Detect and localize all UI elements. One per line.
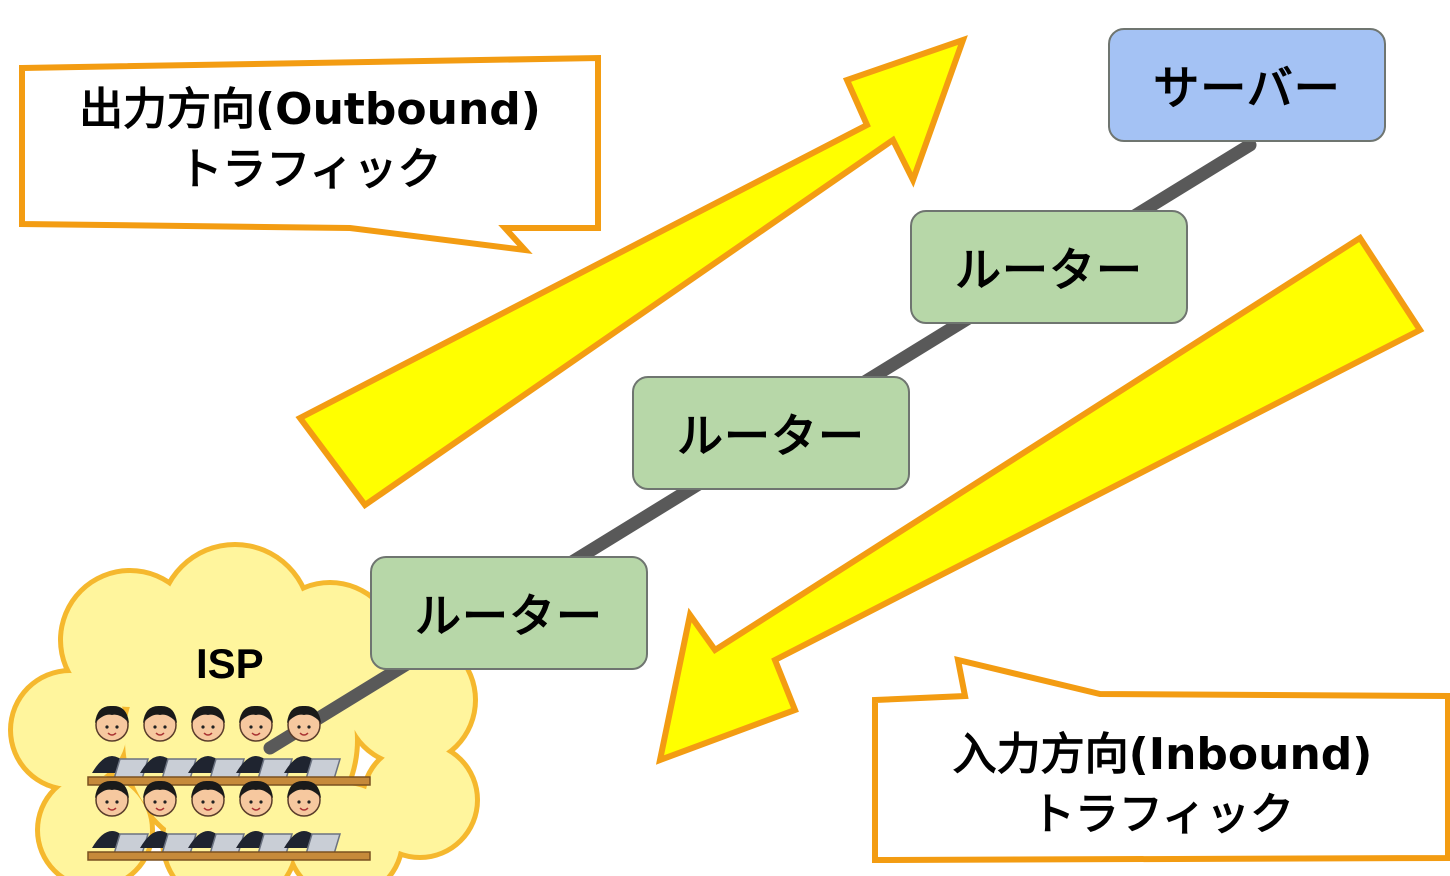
inbound-subtitle: トラフィック — [1030, 789, 1295, 840]
outbound-callout-text: 出力方向(Outbound) トラフィック — [30, 80, 590, 200]
router-node: ルーター — [632, 376, 910, 490]
outbound-callout — [19, 54, 601, 254]
outbound-title: 出力方向(Outbound) — [79, 84, 541, 135]
users-illustration — [87, 705, 371, 861]
outbound-subtitle: トラフィック — [178, 144, 442, 195]
inbound-arrow — [655, 233, 1425, 765]
laptop-icon — [304, 758, 342, 780]
router-label: ルーター — [955, 243, 1143, 297]
laptop-icon — [304, 833, 342, 855]
isp-label: ISP — [196, 640, 264, 687]
desk — [87, 776, 371, 786]
server-node: サーバー — [1108, 28, 1386, 142]
inbound-callout — [872, 655, 1450, 864]
router-label: ルーター — [677, 409, 865, 463]
router-label: ルーター — [415, 589, 603, 643]
outbound-arrow — [295, 35, 968, 510]
server-label: サーバー — [1153, 61, 1341, 115]
desk — [87, 851, 371, 861]
router-node: ルーター — [910, 210, 1188, 324]
person-icon — [236, 705, 276, 773]
router-node: ルーター — [370, 556, 648, 670]
person-icon — [188, 705, 228, 773]
inbound-callout-text: 入力方向(Inbound) トラフィック — [885, 725, 1440, 845]
inbound-title: 入力方向(Inbound) — [952, 729, 1373, 780]
